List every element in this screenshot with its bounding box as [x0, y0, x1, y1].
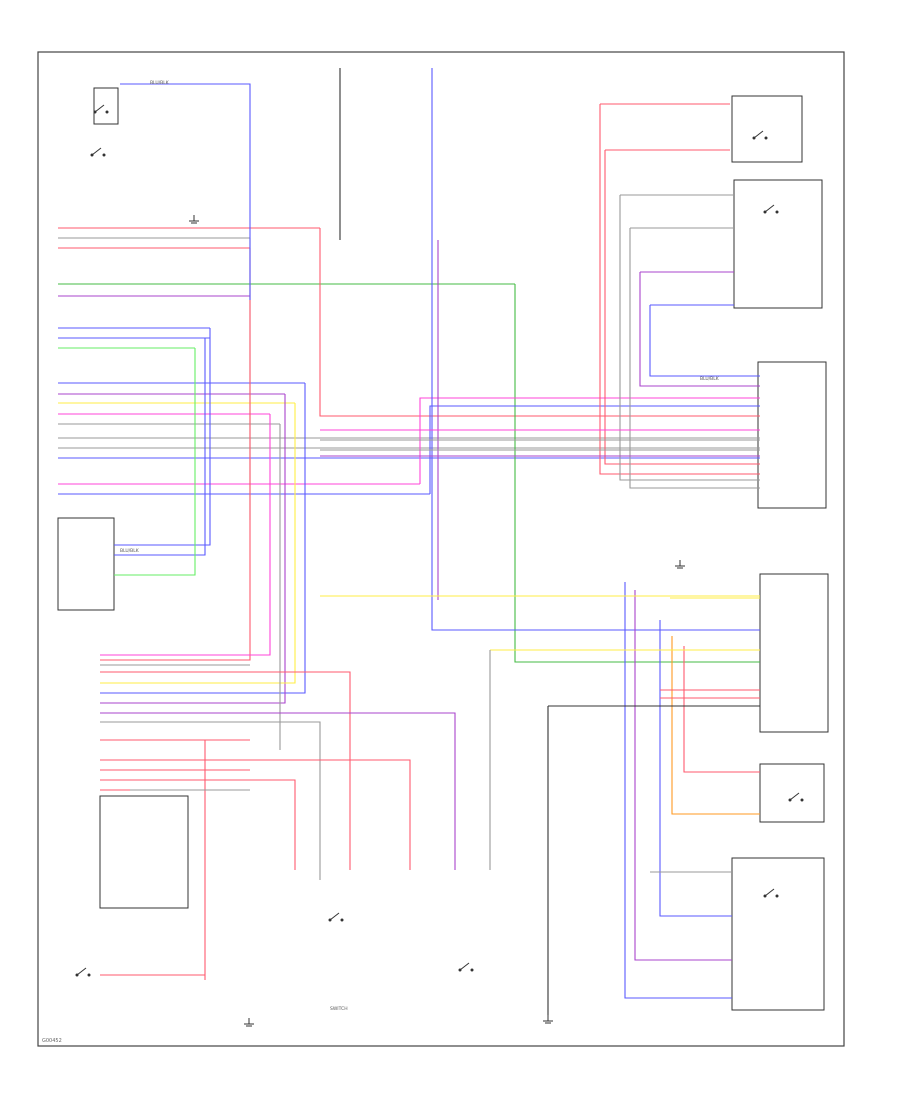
wire-purple-25 [100, 394, 286, 704]
wire-red-37 [604, 150, 760, 465]
wire-blue-34 [431, 68, 760, 631]
wire-red-74 [100, 671, 351, 870]
wire-red-36 [599, 104, 760, 475]
switch-right-top-contact [764, 136, 768, 140]
wire-red-79 [130, 779, 296, 870]
wire-gray-76 [100, 721, 321, 880]
right-switch-box [731, 95, 803, 163]
wire-blue-41 [649, 305, 760, 377]
wire-blue-54 [659, 620, 732, 917]
wire-blue-52 [624, 582, 732, 999]
right-lower-switch-box [759, 763, 825, 823]
wire-purple-53 [634, 590, 732, 961]
wire-blue-21 [114, 328, 211, 546]
switch-bottom-right-blade [459, 962, 470, 971]
switch-upper-left-blade [91, 147, 102, 156]
left-connector-box [757, 361, 827, 509]
right-sensor-box [731, 857, 825, 1011]
wire-blue-22 [114, 338, 206, 556]
switch-right-top-blade [753, 130, 764, 139]
wire-red-78 [130, 759, 411, 870]
component-tag-bottom: SWITCH [330, 1006, 348, 1012]
switch-right-lower-blade [789, 792, 800, 801]
switch-left-sensor-blade [764, 204, 775, 213]
wire-gray-38 [619, 195, 760, 481]
wire-purple-40 [639, 272, 760, 387]
door-lock-module-box [99, 795, 189, 909]
wire-blue-24 [100, 383, 306, 694]
switch-right-sensor-contact [775, 894, 779, 898]
switch-top-left-contact [105, 110, 109, 114]
wire-purple-75 [100, 712, 456, 870]
switch-right-lower-contact [800, 798, 804, 802]
left-sensor-box [733, 179, 823, 309]
switch-bottom-center-contact [340, 918, 344, 922]
wire-tag-top: BLU/BLK [150, 80, 170, 86]
switch-upper-left-contact [102, 153, 106, 157]
top-left-switch-box [93, 87, 119, 125]
switch-bottom-right-contact [470, 968, 474, 972]
control-module-box [57, 517, 115, 611]
diagram-frame [37, 51, 845, 1047]
wire-orange-57 [671, 636, 760, 815]
wire-green-29 [514, 284, 760, 663]
wire-red-58 [683, 646, 760, 773]
wire-yellow-26 [100, 403, 296, 684]
switch-bottom-center-blade [329, 912, 340, 921]
switch-top-left-blade [94, 104, 105, 113]
wire-blue-31 [429, 405, 760, 494]
wire-red-18 [319, 228, 760, 417]
switch-bottom-left-blade [76, 967, 87, 976]
wire-blue-32 [120, 83, 251, 300]
diagram-code: G00452 [42, 1038, 62, 1044]
wire-lightgreen-23 [114, 348, 196, 576]
switch-left-sensor-contact [775, 210, 779, 214]
wire-red-77 [130, 739, 206, 980]
switch-bottom-left-contact [87, 973, 91, 977]
wire-gray-39 [629, 228, 760, 489]
wire-tag-right: BLU/BLK [700, 376, 720, 382]
wire-pink-27 [100, 414, 271, 656]
wire-pink-30 [419, 397, 760, 484]
wire-red-20 [100, 248, 251, 661]
wire-tag-module: BLU/BLK [120, 548, 140, 554]
switch-right-sensor-blade [764, 888, 775, 897]
right-connector-box [759, 573, 829, 733]
